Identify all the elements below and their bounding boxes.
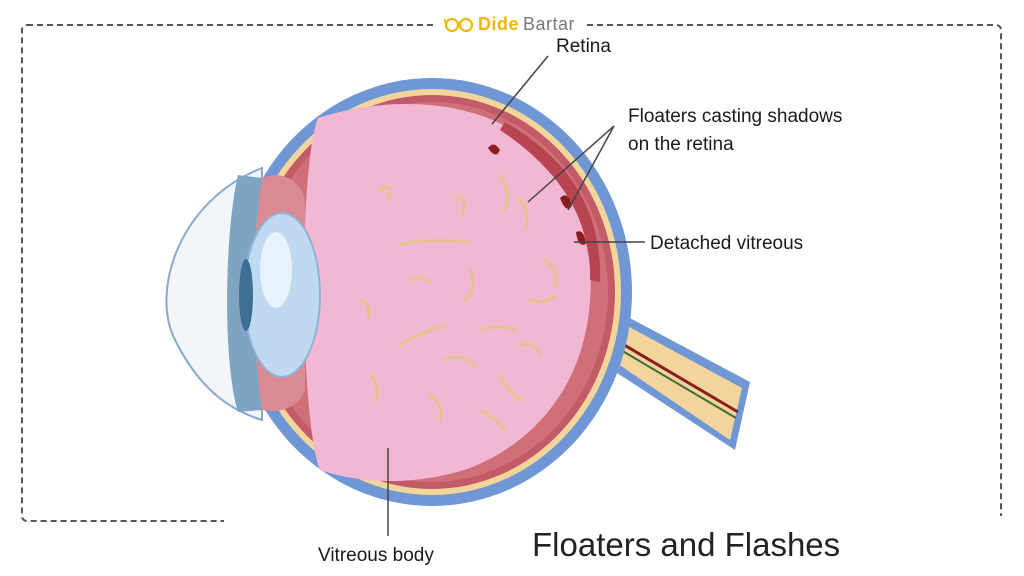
label-floaters-line1: Floaters casting shadows bbox=[628, 106, 842, 127]
diagram-title: Floaters and Flashes bbox=[532, 526, 841, 563]
optic-nerve bbox=[590, 310, 742, 440]
brand-name-part-2: Bartar bbox=[523, 13, 576, 34]
detached-vitreous-gap bbox=[500, 122, 601, 282]
shadow-spot bbox=[560, 195, 572, 209]
floater bbox=[463, 268, 475, 302]
floater bbox=[478, 408, 507, 432]
floater bbox=[358, 298, 371, 320]
floater bbox=[498, 173, 510, 212]
floater bbox=[518, 198, 529, 230]
floater bbox=[398, 238, 472, 246]
pupil bbox=[239, 259, 253, 331]
floater bbox=[528, 294, 557, 304]
label-vitreous-body: Vitreous body bbox=[318, 545, 434, 566]
floater bbox=[543, 258, 558, 287]
floater bbox=[378, 185, 392, 202]
floater bbox=[443, 355, 477, 368]
floaters-leader-2 bbox=[567, 125, 615, 211]
floater bbox=[478, 325, 517, 332]
frame-gap bbox=[224, 516, 1014, 530]
floater bbox=[398, 324, 447, 347]
floater bbox=[428, 393, 443, 422]
floater bbox=[518, 342, 542, 358]
floater bbox=[408, 276, 432, 284]
floater bbox=[368, 373, 379, 402]
glasses-icon bbox=[444, 17, 474, 33]
label-detached-vitreous: Detached vitreous bbox=[650, 233, 803, 254]
lens-highlight bbox=[260, 232, 292, 308]
label-retina: Retina bbox=[556, 36, 611, 57]
floaters bbox=[358, 173, 558, 432]
shadow-spot bbox=[488, 144, 500, 155]
floater bbox=[453, 195, 466, 217]
floaters-leader-1 bbox=[527, 125, 615, 203]
label-floaters-line2: on the retina bbox=[628, 134, 734, 155]
retina-leader bbox=[491, 55, 549, 125]
brand-name-part-1: Dide bbox=[478, 13, 520, 34]
floater bbox=[498, 373, 524, 402]
